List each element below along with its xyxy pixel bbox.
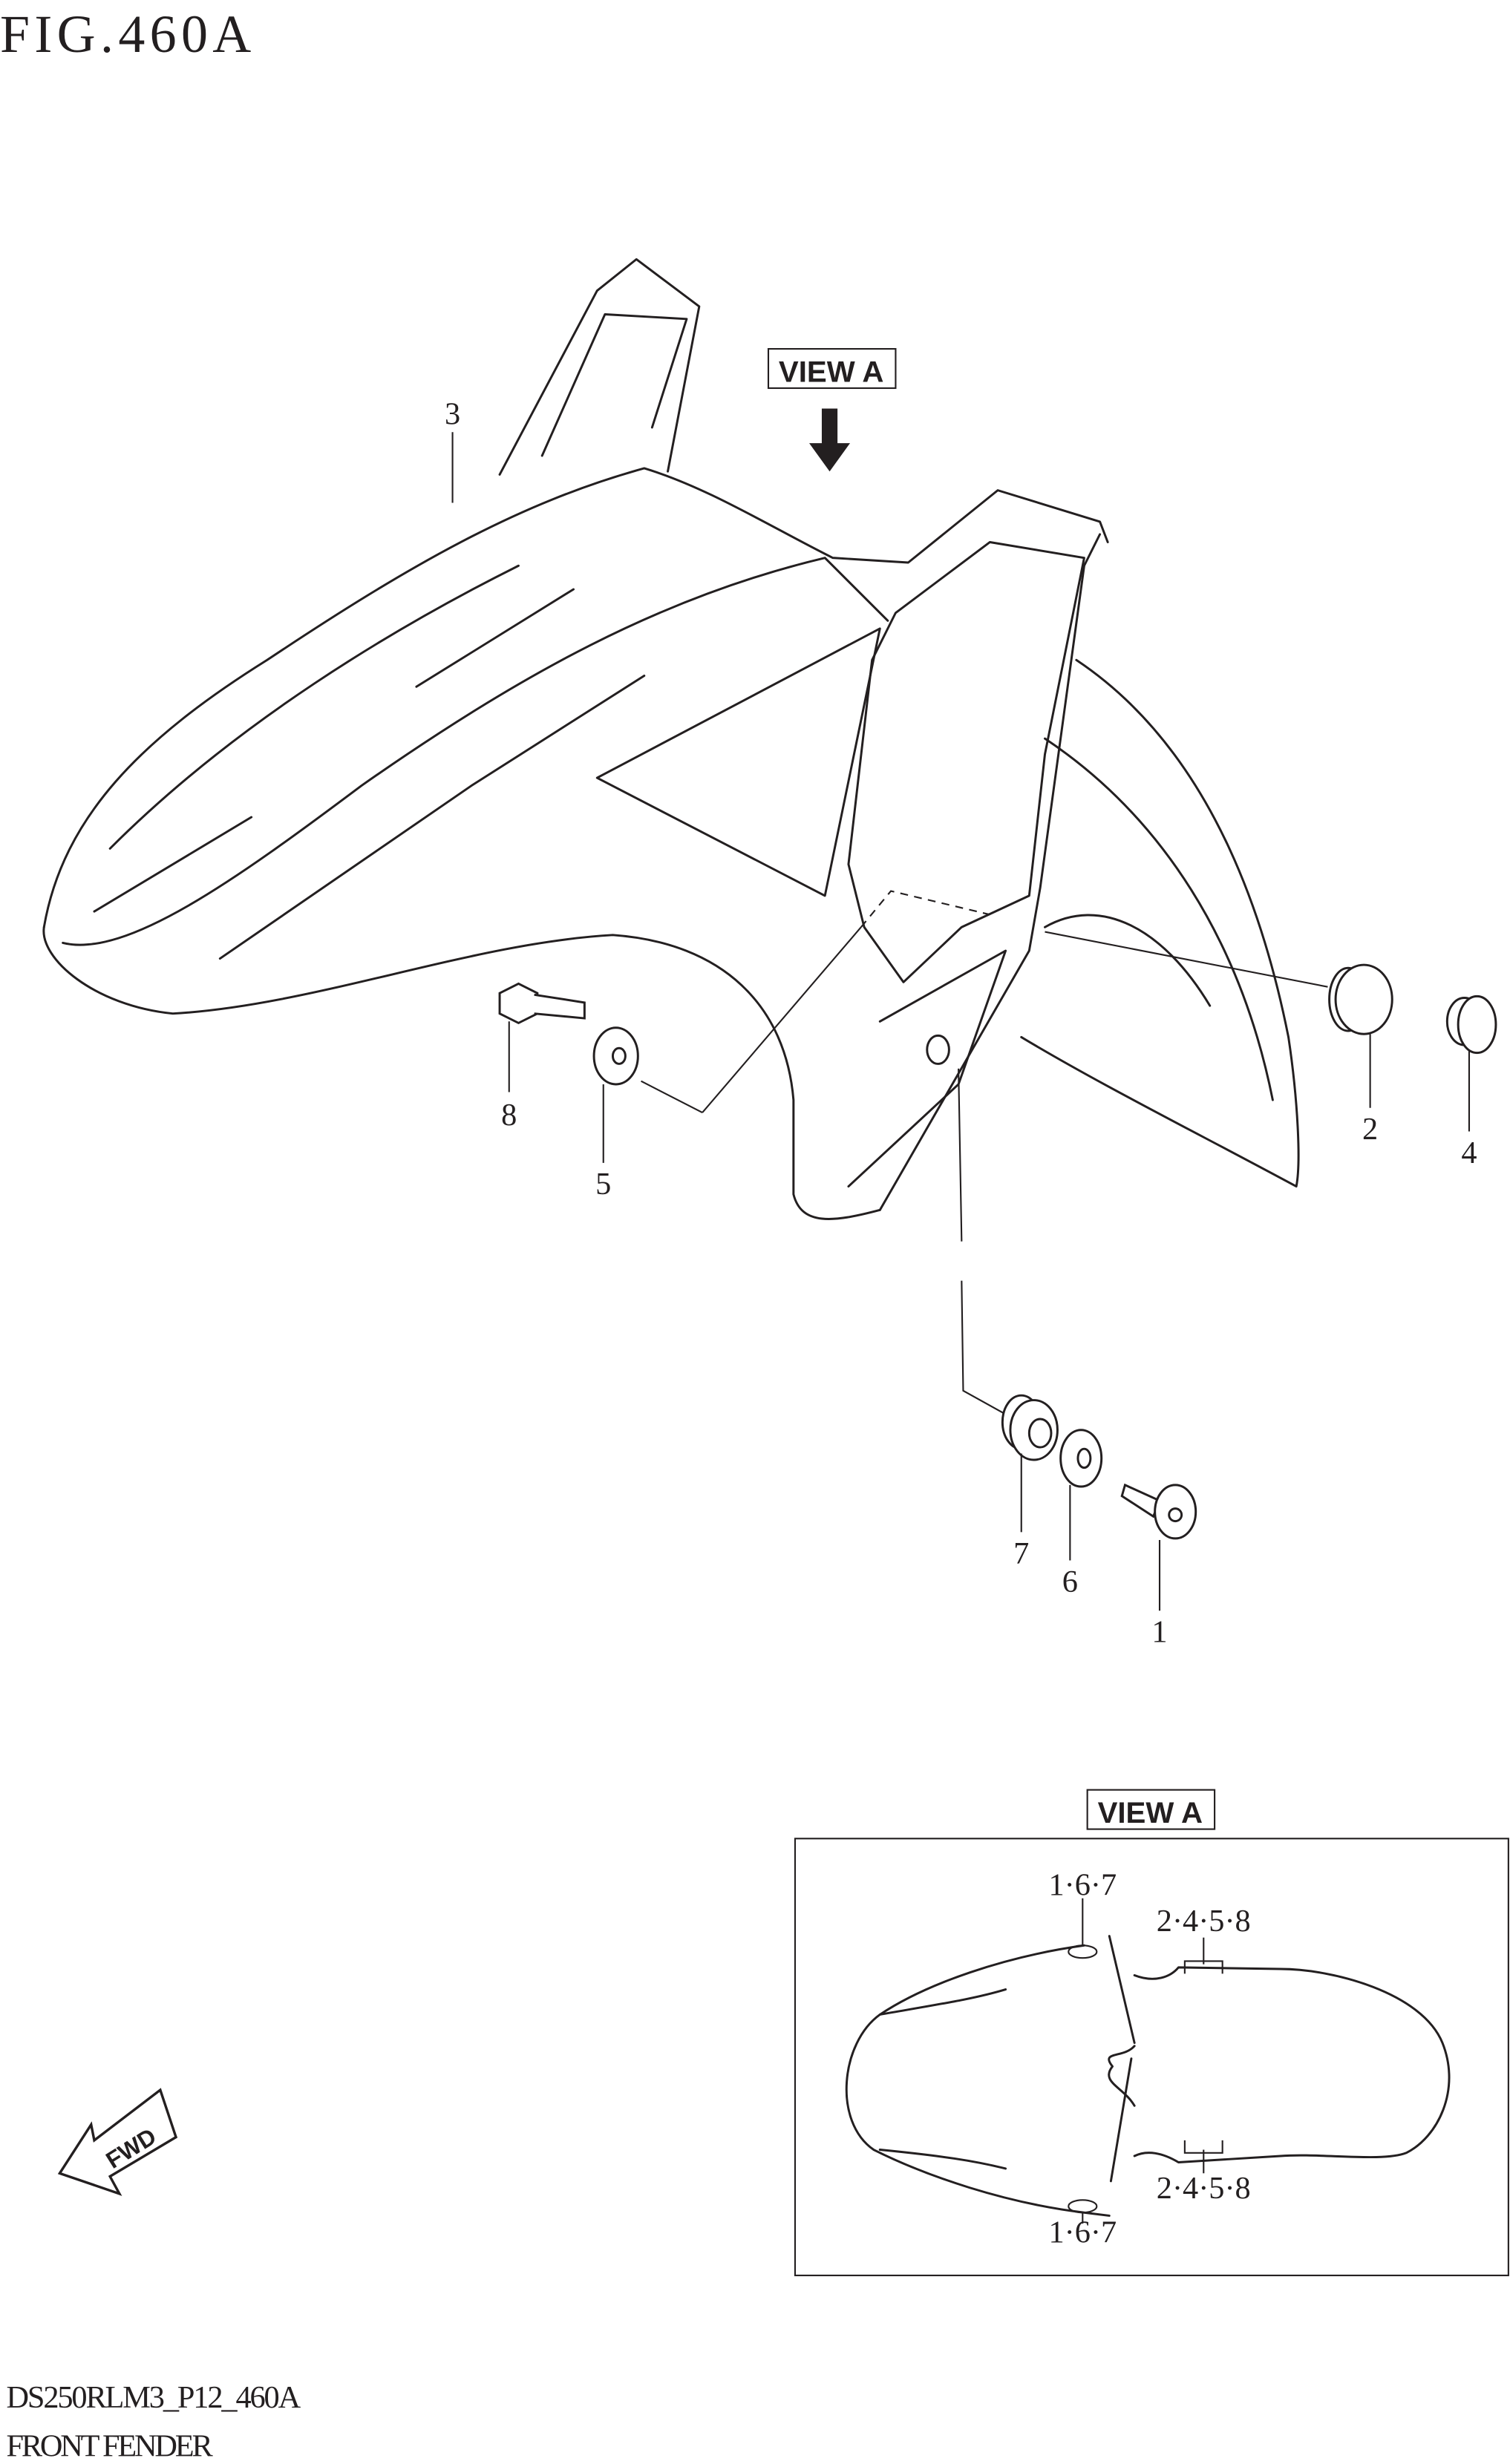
view-a-callout-bottom-left: 1·6·7	[1048, 2215, 1117, 2250]
view-a-detail: VIEW A 1·6·7 2·4·5·8 2·4·5·8 1·6·7	[794, 1789, 1509, 2276]
part-2-grommet: 2	[1328, 963, 1393, 1147]
view-a-label: VIEW A	[779, 355, 883, 389]
front-fender-drawing	[42, 258, 1328, 1415]
part-8-bolt: 8	[498, 982, 586, 1133]
callout-3: 3	[445, 397, 460, 432]
diagram-name: FRONT FENDER	[6, 2428, 213, 2463]
part-4-cap: 4	[1445, 995, 1497, 1170]
figure-title: FIG.460A	[0, 4, 256, 64]
fwd-arrow-icon: FWD	[57, 2088, 178, 2196]
callout-4: 4	[1461, 1136, 1477, 1170]
callout-8: 8	[501, 1098, 517, 1133]
view-a-callout-top-left: 1·6·7	[1048, 1868, 1117, 1903]
callout-1: 1	[1151, 1615, 1167, 1650]
part-3-fender-label: 3	[445, 397, 460, 503]
diagram-code: DS250RLM3_P12_460A	[6, 2380, 301, 2415]
callout-5: 5	[595, 1167, 611, 1202]
view-a-indicator: VIEW A	[767, 347, 897, 472]
part-1-screw: 1	[1120, 1483, 1197, 1650]
callout-2: 2	[1362, 1112, 1378, 1147]
callout-7: 7	[1013, 1536, 1029, 1571]
callout-6: 6	[1062, 1564, 1078, 1599]
part-5-washer: 5	[592, 1026, 639, 1202]
part-7-grommet: 7	[1001, 1394, 1059, 1571]
part-6-washer: 6	[1059, 1429, 1103, 1599]
arrow-down-icon	[809, 408, 851, 472]
view-a-callout-top-right: 2·4·5·8	[1157, 1904, 1251, 1939]
view-a-callout-bottom-right: 2·4·5·8	[1157, 2171, 1251, 2206]
view-a-box-label: VIEW A	[1098, 1796, 1203, 1829]
